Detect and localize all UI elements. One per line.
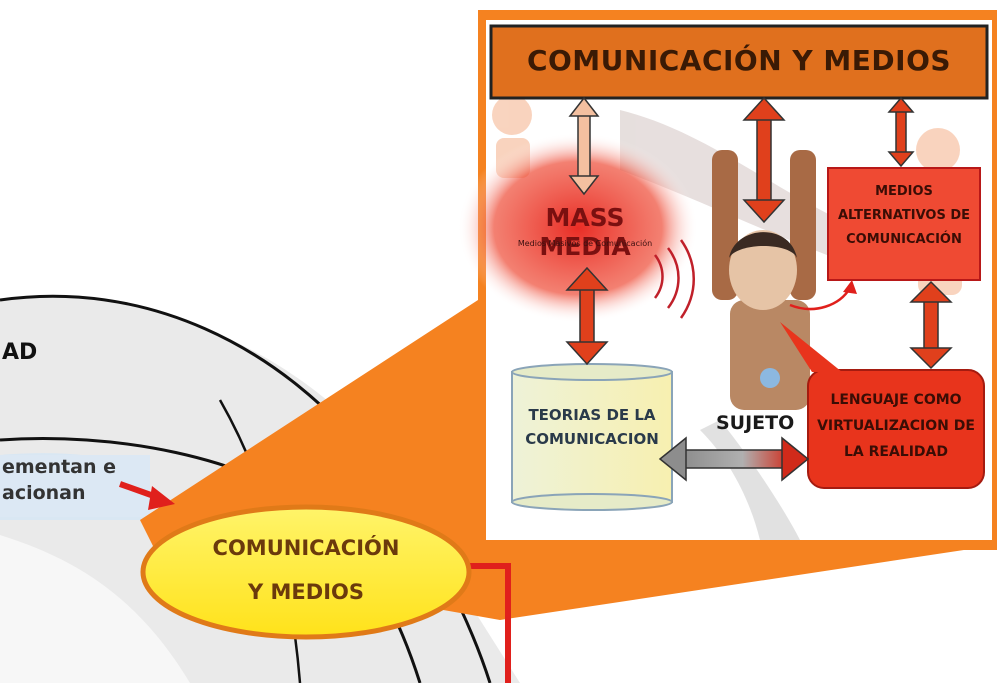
- lenguaje-line3: LA REALIDAD: [843, 444, 948, 460]
- teorias-scroll-shape: [511, 363, 673, 511]
- medios-alternativos-line2: ALTERNATIVOS DE: [837, 208, 971, 223]
- sujeto-label: SUJETO: [716, 412, 795, 434]
- lenguaje-line2: VIRTUALIZACION DE: [817, 418, 975, 434]
- curved-arrow-to-alternativos: [789, 280, 857, 311]
- center-bubble-line1: COMUNICACIÓN: [212, 536, 400, 560]
- mass-media-glow: [458, 133, 698, 323]
- boy-figure-image: [712, 150, 816, 410]
- double-arrow-massmedia-teorias: [565, 266, 609, 366]
- pointer-red-arrow: [118, 481, 175, 510]
- red-bracket-connector: [470, 563, 511, 683]
- panel-title: COMUNICACIÓN Y MEDIOS: [526, 44, 952, 77]
- medios-alternativos-line1: MEDIOS: [875, 184, 933, 199]
- left-partial-label-mid-1: ementan e: [2, 456, 117, 478]
- left-partial-label-top: AD: [2, 340, 38, 365]
- double-arrow-alternativos-lenguaje: [909, 280, 953, 370]
- double-arrow-teorias-lenguaje: [658, 436, 810, 482]
- medios-alternativos-box: [827, 167, 981, 281]
- callout-boy-lenguaje: [780, 322, 842, 372]
- teorias-line1: TEORIAS DE LA: [528, 406, 656, 424]
- teorias-line2: COMUNICACION: [525, 430, 659, 448]
- title-bar-shape: [489, 24, 989, 100]
- mass-media-title: MASS MEDIA: [539, 203, 631, 261]
- lenguaje-box: [807, 369, 985, 489]
- medios-alternativos-line3: COMUNICACIÓN: [846, 232, 962, 247]
- double-arrow-title-massmedia: [568, 96, 600, 196]
- center-bubble-shape: [140, 504, 472, 640]
- mass-media-subtitle: Medios Masivos de Comunicación: [517, 239, 653, 248]
- left-partial-label-mid-2: acionan: [2, 482, 86, 504]
- double-arrow-title-alternativos: [887, 96, 915, 168]
- double-arrow-title-subject: [742, 96, 786, 224]
- lenguaje-line1: LENGUAJE COMO: [830, 392, 962, 408]
- signal-waves-icon: [653, 239, 695, 319]
- center-bubble-line2: Y MEDIOS: [248, 580, 364, 604]
